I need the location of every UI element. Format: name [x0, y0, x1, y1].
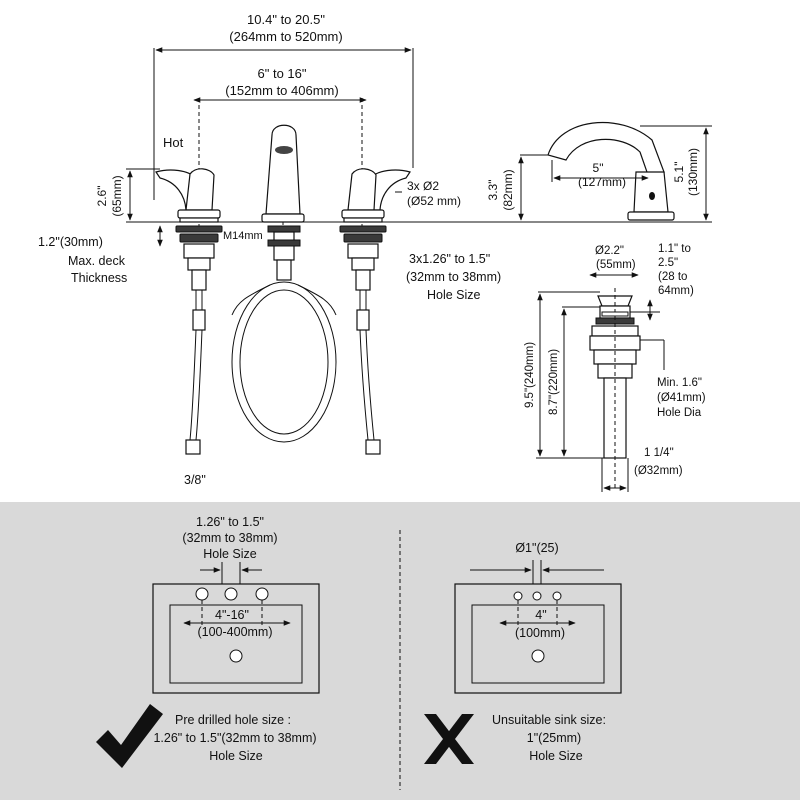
ok-spacing-label: 4"-16"	[215, 608, 249, 622]
hole-size-line1: 3x1.26" to 1.5"	[409, 252, 490, 266]
ok-drain-hole	[229, 649, 243, 663]
bad-drain-hole	[531, 649, 545, 663]
hot-label: Hot	[163, 135, 184, 150]
bad-hole-right	[552, 591, 562, 601]
deck-label-line2: Thickness	[71, 271, 127, 285]
center-range-mm-label: (152mm to 406mm)	[225, 83, 338, 98]
total-height-mm-label: (130mm)	[686, 148, 700, 196]
drain-min-hole-line3: Hole Dia	[657, 407, 702, 419]
ok-caption-line2: 1.26" to 1.5"(32mm to 38mm)	[153, 731, 316, 745]
ok-spacing-mm-label: (100-400mm)	[197, 625, 272, 639]
deck-label-line1: Max. deck	[68, 254, 126, 268]
drain-flange-label: Ø2.2"	[595, 245, 624, 257]
drain-range-line1: 1.1" to	[658, 243, 691, 255]
drain-total-length-label: 9.5"(240mm)	[524, 342, 536, 408]
deck-thickness-label: 1.2"(30mm)	[38, 235, 103, 249]
hole-size-line3: Hole Size	[427, 288, 481, 302]
right-handle	[341, 168, 411, 223]
supply-size-label: 3/8"	[184, 473, 206, 487]
drain-flange-mm-label: (55mm)	[596, 259, 636, 271]
ok-caption-line1: Pre drilled hole size :	[175, 713, 291, 727]
ok-basin-outline	[169, 604, 303, 684]
left-valve-body	[175, 225, 223, 455]
drain-range-line4: 64mm)	[658, 285, 694, 297]
drain-min-hole-line2: (Ø41mm)	[657, 392, 706, 404]
spout-shank-and-hose	[231, 225, 337, 443]
width-range-label: 10.4" to 20.5"	[247, 12, 325, 27]
width-range-mm-label: (264mm to 520mm)	[229, 29, 342, 44]
bad-hole-left	[513, 591, 523, 601]
ok-hole-line3: Hole Size	[203, 547, 257, 561]
drain-assembly: Ø2.2" (55mm) 1.1" to 2.5" (28 to 64mm) 9…	[524, 243, 706, 492]
ok-sink-outline	[152, 583, 320, 694]
drain-range-line3: (28 to	[658, 271, 687, 283]
spout-reach-label: 5"	[593, 161, 604, 175]
thread-label: M14mm	[223, 230, 263, 242]
right-valve-body	[339, 225, 387, 455]
ok-hole-line1: 1.26" to 1.5"	[196, 515, 264, 529]
handle-height-label: 2.6"	[95, 186, 109, 207]
bad-spacing-mm-label: (100mm)	[515, 626, 565, 640]
ok-hole-left	[195, 587, 209, 601]
total-height-label: 5.1"	[672, 162, 686, 183]
spout-side-view: 3.3" (82mm) 5" (127mm) 5.1" (130mm)	[486, 121, 712, 221]
escutcheon-label: 3x Ø2	[407, 179, 439, 193]
ok-hole-line2: (32mm to 38mm)	[182, 531, 277, 545]
suitable-sink: 1.26" to 1.5" (32mm to 38mm) Hole Size 4…	[96, 515, 320, 768]
bad-hole-center	[532, 591, 542, 601]
bad-caption-line3: Hole Size	[529, 749, 583, 763]
drain-tail-mm-label: (Ø32mm)	[634, 465, 683, 477]
handle-height-mm-label: (65mm)	[110, 175, 124, 216]
bad-caption-line1: Unsuitable sink size:	[492, 713, 606, 727]
spout-height-mm-label: (82mm)	[501, 169, 515, 210]
ok-hole-center	[224, 587, 238, 601]
center-range-label: 6" to 16"	[258, 66, 307, 81]
bad-sink-outline	[454, 583, 622, 694]
bad-caption-line2: 1"(25mm)	[527, 731, 581, 745]
cross-icon	[424, 714, 474, 764]
center-spout	[261, 124, 305, 223]
ok-hole-right	[255, 587, 269, 601]
bad-basin-outline	[471, 604, 605, 684]
escutcheon-mm-label: (Ø52 mm)	[407, 194, 461, 208]
left-handle	[155, 168, 221, 223]
unsuitable-sink: Ø1"(25) 4" (100mm) Unsuitable sink size:…	[424, 541, 622, 764]
drain-tail-label: 1 1/4"	[644, 447, 674, 459]
bad-hole-label: Ø1"(25)	[515, 541, 558, 555]
spout-reach-mm-label: (127mm)	[578, 175, 626, 189]
drain-body-length-label: 8.7"(220mm)	[548, 349, 560, 415]
hole-size-line2: (32mm to 38mm)	[406, 270, 501, 284]
ok-caption-line3: Hole Size	[209, 749, 263, 763]
drain-min-hole-line1: Min. 1.6"	[657, 377, 702, 389]
drain-range-line2: 2.5"	[658, 257, 678, 269]
check-icon	[96, 704, 163, 768]
spout-height-label: 3.3"	[486, 180, 500, 201]
faucet-front-view: 10.4" to 20.5" (264mm to 520mm) 6" to 16…	[38, 12, 712, 487]
bad-spacing-label: 4"	[535, 608, 546, 622]
